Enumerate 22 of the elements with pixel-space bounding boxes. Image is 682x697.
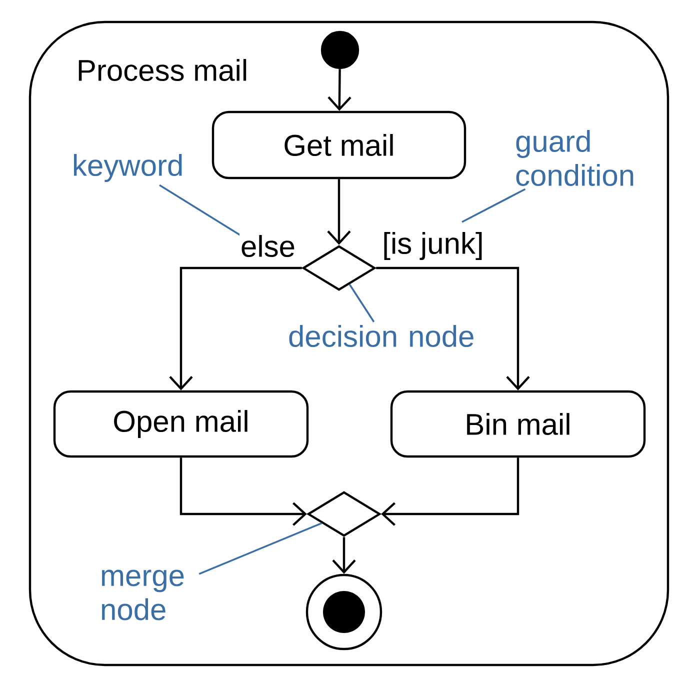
action-box: Get mail <box>212 110 466 180</box>
action-box: Bin mail <box>390 390 646 458</box>
arrow <box>180 458 307 526</box>
annotation-text: decision node <box>289 325 474 348</box>
leader-line <box>198 522 322 575</box>
action-box: Open mail <box>53 390 309 458</box>
leader-line <box>462 188 526 223</box>
final-node <box>306 574 382 650</box>
initial-node <box>320 30 360 70</box>
leader-line <box>348 284 375 322</box>
edge-label: else <box>239 234 297 258</box>
arrow <box>332 537 356 574</box>
arrow <box>327 179 351 245</box>
arrow <box>328 69 352 111</box>
arrow <box>381 458 520 526</box>
leader-line <box>159 184 240 236</box>
annotation-text: merge node <box>102 570 184 620</box>
annotation-text: guard condition <box>516 130 634 186</box>
edge-label: [is junk] <box>381 231 485 261</box>
arrow <box>376 266 530 390</box>
arrow <box>169 266 302 390</box>
annotation-text: keyword <box>74 154 182 182</box>
